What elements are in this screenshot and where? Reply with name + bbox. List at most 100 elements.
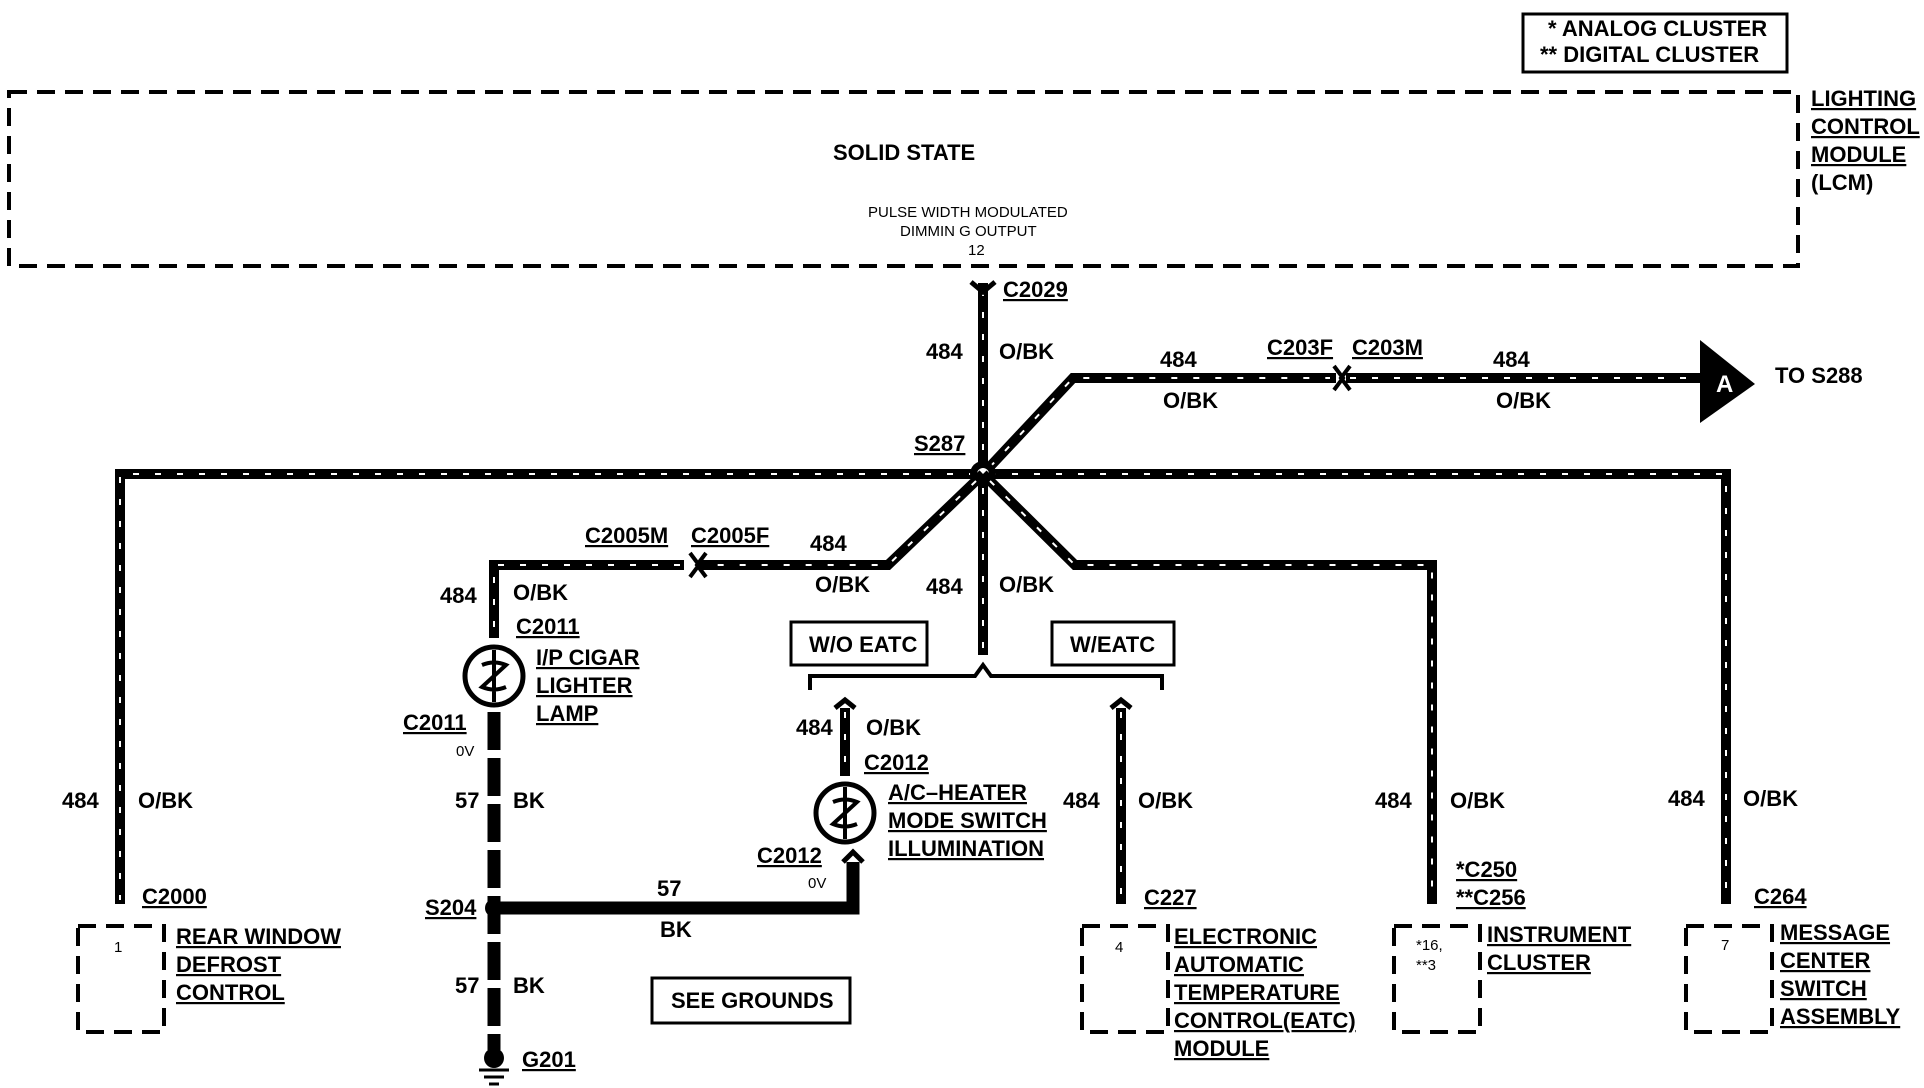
eatc-pin: 4 bbox=[1115, 939, 1123, 956]
cigar-feed-color: O/BK bbox=[513, 580, 568, 605]
ac-heater-line-2: MODE SWITCH bbox=[888, 808, 1047, 833]
see-grounds-label: SEE GROUNDS bbox=[671, 988, 834, 1013]
eatc-feed-circuit: 484 bbox=[1063, 788, 1100, 813]
lcm-name-line-2: CONTROL bbox=[1811, 114, 1920, 139]
w-eatc-box: W/EATC bbox=[1050, 620, 1176, 667]
cigar-ground-color: BK bbox=[513, 788, 545, 813]
cigar-feed-circuit: 484 bbox=[440, 583, 477, 608]
rear-window-pin: 1 bbox=[114, 939, 122, 956]
eatc-line-4: CONTROL(EATC) bbox=[1174, 1008, 1356, 1033]
message-center-line-3: SWITCH bbox=[1780, 976, 1867, 1001]
cigar-lamp-line-1: I/P CIGAR bbox=[536, 645, 640, 670]
message-center-pin: 7 bbox=[1721, 937, 1729, 954]
rear-window-line-1: REAR WINDOW bbox=[176, 924, 341, 949]
c2012-voltage: 0V bbox=[808, 875, 826, 892]
ac-heater-lamp-icon bbox=[813, 781, 877, 845]
c2011-bottom-label: C2011 bbox=[403, 710, 467, 735]
solid-state-label: SOLID STATE bbox=[833, 140, 975, 165]
s204-splice bbox=[485, 899, 503, 917]
c203f-label: C203F bbox=[1267, 335, 1333, 360]
g201-wire-color: BK bbox=[513, 973, 545, 998]
ground-symbol-icon bbox=[479, 1048, 509, 1086]
module-pin-12: 12 bbox=[968, 242, 985, 259]
instrument-cluster-box: *16, **3 bbox=[1392, 924, 1482, 1034]
c250-label: *C250 bbox=[1456, 857, 1517, 882]
rear-window-feed-circuit: 484 bbox=[62, 788, 99, 813]
c2029-label: C2029 bbox=[1003, 277, 1068, 302]
rear-window-feed-color: O/BK bbox=[138, 788, 193, 813]
message-center-feed-circuit: 484 bbox=[1668, 786, 1705, 811]
c2005-color: O/BK bbox=[815, 572, 870, 597]
wire-484-to-cigar-lamp bbox=[489, 470, 987, 638]
rear-window-defrost-box: 1 bbox=[76, 924, 166, 1034]
ac-heater-line-1: A/C–HEATER bbox=[888, 780, 1027, 805]
cigar-lamp-line-2: LIGHTER bbox=[536, 673, 633, 698]
see-grounds-box: SEE GROUNDS bbox=[650, 976, 852, 1025]
c264-label: C264 bbox=[1754, 884, 1807, 909]
wire-484-to-ac-heater bbox=[833, 696, 857, 776]
message-center-line-1: MESSAGE bbox=[1780, 920, 1890, 945]
ac-feed-color: O/BK bbox=[866, 715, 921, 740]
cigar-ground-circuit: 57 bbox=[455, 788, 479, 813]
s288-wire-color-left: O/BK bbox=[1163, 388, 1218, 413]
rear-window-line-2: DEFROST bbox=[176, 952, 282, 977]
lcm-name-line-1: LIGHTING bbox=[1811, 86, 1916, 111]
pwm-output-label-1: PULSE WIDTH MODULATED bbox=[868, 204, 1068, 221]
cigar-lamp-line-3: LAMP bbox=[536, 701, 598, 726]
cluster-feed-circuit: 484 bbox=[1375, 788, 1412, 813]
ac-ground-color: BK bbox=[660, 917, 692, 942]
cigar-lighter-lamp-icon bbox=[462, 644, 526, 708]
eatc-option-bracket bbox=[808, 480, 1164, 690]
lcm-name-line-4: (LCM) bbox=[1811, 170, 1873, 195]
cluster-feed-color: O/BK bbox=[1450, 788, 1505, 813]
wire-484-left-bus bbox=[115, 469, 983, 904]
c203-connector-icon bbox=[1332, 364, 1352, 392]
s288-wire-color-right: O/BK bbox=[1496, 388, 1551, 413]
eatc-line-3: TEMPERATURE bbox=[1174, 980, 1340, 1005]
c2012-bottom-label: C2012 bbox=[757, 843, 822, 868]
c2005f-label: C2005F bbox=[691, 523, 769, 548]
lcm-module-name: LIGHTING CONTROL MODULE (LCM) bbox=[1811, 86, 1920, 195]
cluster-line-2: CLUSTER bbox=[1487, 950, 1591, 975]
message-center-line-4: ASSEMBLY bbox=[1780, 1004, 1901, 1029]
offpage-letter: A bbox=[1716, 371, 1733, 398]
wo-eatc-label: W/O EATC bbox=[809, 632, 917, 657]
g201-wire-circuit: 57 bbox=[455, 973, 479, 998]
to-s288-label: TO S288 bbox=[1775, 363, 1863, 388]
s288-wire-circuit-right: 484 bbox=[1493, 347, 1530, 372]
c2005m-label: C2005M bbox=[585, 523, 668, 548]
cluster-pin-digital: **3 bbox=[1416, 957, 1436, 974]
eatc-line-2: AUTOMATIC bbox=[1174, 952, 1304, 977]
legend-analog: * ANALOG CLUSTER bbox=[1548, 16, 1767, 41]
g201-label: G201 bbox=[522, 1047, 576, 1072]
wire-484-to-instrument-cluster bbox=[979, 470, 1437, 904]
ac-feed-circuit: 484 bbox=[796, 715, 833, 740]
cluster-pin-analog: *16, bbox=[1416, 937, 1443, 954]
message-center-line-2: CENTER bbox=[1780, 948, 1871, 973]
eatc-feed-color: O/BK bbox=[1138, 788, 1193, 813]
lcm-name-line-3: MODULE bbox=[1811, 142, 1906, 167]
eatc-line-5: MODULE bbox=[1174, 1036, 1269, 1061]
wire-484-right-bus bbox=[983, 469, 1731, 904]
trunk-circuit: 484 bbox=[926, 339, 963, 364]
message-center-box: 7 bbox=[1684, 924, 1774, 1034]
trunk-color: O/BK bbox=[999, 339, 1054, 364]
s288-wire-circuit-left: 484 bbox=[1160, 347, 1197, 372]
eatc-trunk-circuit: 484 bbox=[926, 574, 963, 599]
eatc-trunk-color: O/BK bbox=[999, 572, 1054, 597]
legend-digital: ** DIGITAL CLUSTER bbox=[1540, 42, 1759, 67]
s287-label: S287 bbox=[914, 431, 965, 456]
pwm-output-label-2: DIMMIN G OUTPUT bbox=[900, 223, 1037, 240]
ac-ground-circuit: 57 bbox=[657, 876, 681, 901]
legend-box: * ANALOG CLUSTER ** DIGITAL CLUSTER bbox=[1521, 12, 1789, 74]
wire-57-ground-path bbox=[487, 712, 865, 1050]
c2012-top-label: C2012 bbox=[864, 750, 929, 775]
offpage-arrow-a: A bbox=[1700, 340, 1755, 423]
c2005-connector-icon bbox=[688, 551, 708, 579]
wo-eatc-box: W/O EATC bbox=[789, 620, 929, 667]
ac-heater-line-3: ILLUMINATION bbox=[888, 836, 1044, 861]
eatc-module-box: 4 bbox=[1080, 924, 1170, 1034]
rear-window-line-3: CONTROL bbox=[176, 980, 285, 1005]
wire-484-to-eatc bbox=[1109, 696, 1133, 904]
